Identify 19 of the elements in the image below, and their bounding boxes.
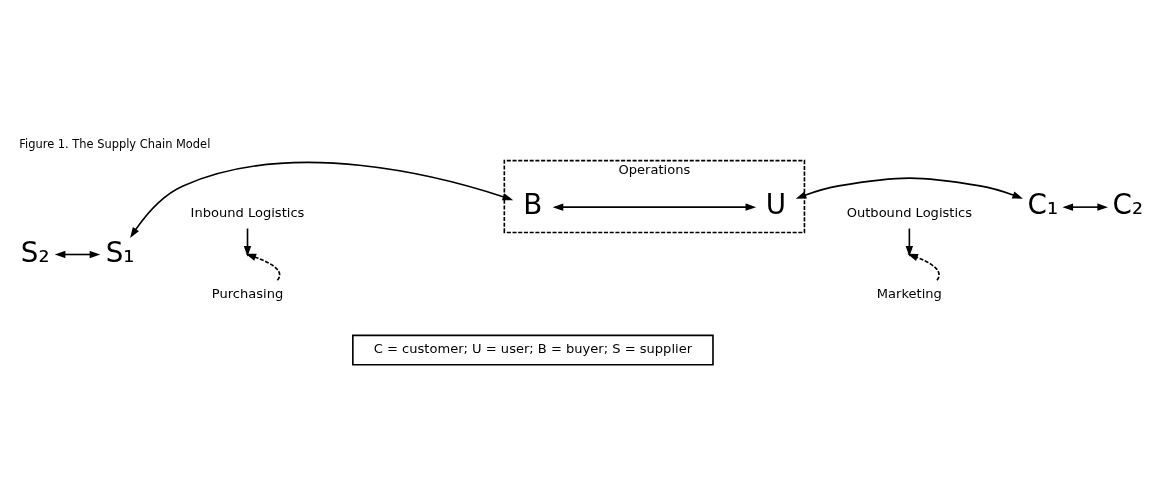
arrow [795, 177, 1023, 199]
arrow [54, 250, 101, 259]
node-text: U [765, 188, 787, 222]
node-text: Purchasing [211, 286, 284, 302]
diagram-title: Figure 1. The Supply Chain Model [19, 136, 211, 151]
node-text: C₂ [1112, 188, 1144, 222]
arrow [1062, 203, 1108, 211]
node-text: Outbound Logistics [846, 204, 973, 220]
arrow [905, 227, 914, 257]
node-text: Inbound Logistics [190, 204, 305, 220]
node-box: C = customer; U = user; B = buyer; S = supplier [352, 334, 714, 366]
arrow [243, 227, 252, 257]
node-text: C₁ [1027, 188, 1059, 222]
node-text: B [523, 188, 543, 222]
node-text: S₁ [105, 235, 135, 269]
node-text: Marketing [876, 286, 942, 302]
arrow [552, 203, 757, 211]
node-text: S₂ [20, 235, 50, 269]
arrow [130, 161, 514, 238]
